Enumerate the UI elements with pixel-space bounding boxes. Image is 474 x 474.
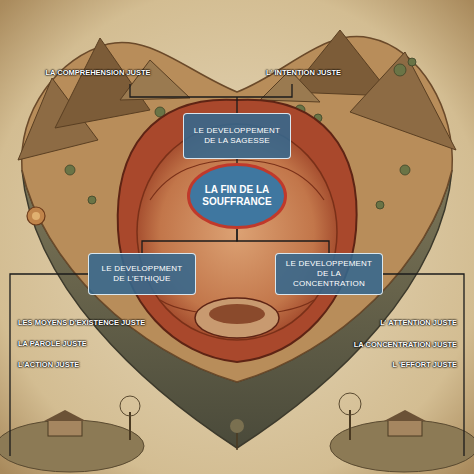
hill-right	[230, 419, 244, 433]
trees	[376, 201, 384, 209]
path-label: LA CONCENTRATION JUSTE	[277, 340, 457, 349]
path-label: L' ATTENTION JUSTE	[277, 318, 457, 327]
hill-left	[120, 396, 140, 416]
box-text: LE DEVELOPPMENT DE L'ETHIQUE	[95, 264, 189, 284]
trees	[394, 64, 406, 76]
connector	[142, 229, 237, 253]
sun-emblem	[27, 207, 45, 225]
box-text: LE DEVELOPPEMENT DE LA CONCENTRATION	[282, 259, 376, 289]
process-box: LE DEVELOPPEMENT DE LA CONCENTRATION	[275, 253, 383, 295]
trees	[408, 58, 416, 66]
path-label: L' INTENTION JUSTE	[266, 68, 356, 77]
hill-right	[330, 420, 474, 472]
sun-emblem	[27, 207, 45, 225]
connector	[237, 229, 329, 253]
hill-left	[44, 410, 86, 421]
sun-emblem	[32, 212, 40, 220]
connector	[236, 159, 237, 163]
trees	[400, 165, 410, 175]
trees	[65, 165, 75, 175]
path-label: LA COMPREHENSION JUSTE	[38, 68, 158, 77]
bracket-lines	[10, 84, 464, 456]
oval-outline	[189, 165, 286, 228]
text-group: LE DEVELOPPEMENT DE LA CONCENTRATION	[282, 259, 376, 289]
bracket-lines	[236, 97, 237, 113]
hill-left	[48, 420, 82, 436]
mountains	[350, 52, 456, 150]
mountains	[18, 30, 456, 160]
trees	[88, 196, 96, 204]
goal-text: LA FIN DE LA SOUFFRANCE	[201, 184, 273, 208]
path-label: LA PAROLE JUSTE	[18, 339, 198, 348]
hill-left	[0, 420, 144, 472]
path-label: LES MOYENS D'EXISTENCE JUSTE	[18, 318, 198, 327]
text-group: LE DEVELOPPEMENT DE LA SAGESSE	[190, 126, 284, 146]
trees	[65, 58, 416, 209]
hill-right	[388, 420, 422, 436]
hill-right	[384, 410, 426, 421]
text-group: LE DEVELOPPMENT DE L'ETHIQUE	[95, 264, 189, 284]
process-box: LE DEVELOPPMENT DE L'ETHIQUE	[88, 253, 196, 295]
hill-left	[0, 396, 144, 472]
path-label: L'ACTION JUSTE	[18, 360, 198, 369]
goal-oval: LA FIN DE LA SOUFFRANCE	[187, 163, 287, 229]
heart-organ	[209, 304, 265, 324]
text-group: LA FIN DE LA SOUFFRANCE	[201, 184, 273, 208]
hill-right	[339, 393, 361, 415]
box-text: LE DEVELOPPEMENT DE LA SAGESSE	[190, 126, 284, 146]
path-label: L 'EFFORT JUSTE	[277, 360, 457, 369]
heart-organ	[118, 100, 357, 362]
process-box: LE DEVELOPPEMENT DE LA SAGESSE	[183, 113, 291, 159]
hill-right	[230, 393, 474, 472]
heart-organ	[195, 298, 279, 338]
heart-organ	[118, 100, 357, 362]
bracket-lines	[130, 84, 292, 97]
